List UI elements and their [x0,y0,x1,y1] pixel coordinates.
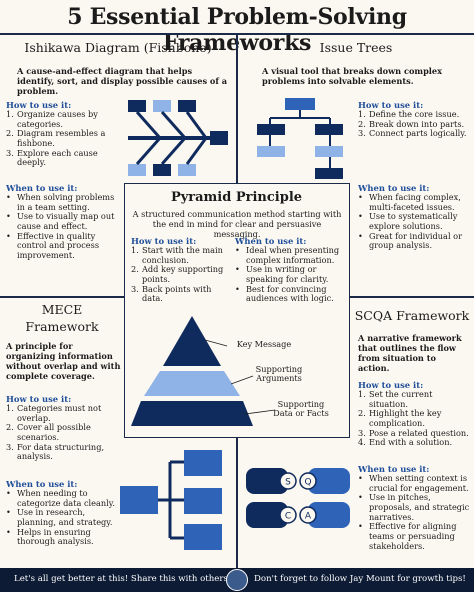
mece-how-list: 1.Categories must not overlap. 2.Cover a… [6,403,120,462]
list-item: Use to visually map out cause and effect… [17,211,115,232]
scqa-letter-s: S [285,478,291,488]
issue-trees-description: A visual tool that breaks down complex p… [262,66,442,86]
pyramid-connectors [205,339,276,415]
list-item: Effective for aligning teams or persuadi… [369,521,457,551]
ishikawa-how-list: 1.Organize causes by categories. 2.Diagr… [6,109,116,168]
pyramid-when-heading: When to use it: [235,236,307,246]
list-item: Add key supporting points. [142,264,224,285]
divider [350,296,474,298]
issue-trees-when-list: •When facing complex, multi-faceted issu… [358,192,470,251]
footer-share-text: Let's all get better at this! Share this… [14,574,242,584]
list-item: Connect parts logically. [369,128,467,139]
divider [236,438,238,568]
list-item: Use in writing or speaking for clarity. [246,264,329,285]
footer-follow-text: Don't forget to follow Jay Mount for gro… [254,574,466,584]
list-item: Helps in ensuring thorough analysis. [17,526,94,547]
list-item: Start with the main conclusion. [142,245,223,265]
mece-how-heading: How to use it: [6,394,72,404]
pyramid-icon [131,316,253,426]
divider [236,33,238,183]
scqa-title: SCQA Framework [354,308,470,323]
list-item: When facing complex, multi-faceted issue… [369,192,461,212]
list-item: Best for convincing audiences with logic… [246,283,334,304]
scqa-letter-q: Q [304,478,311,488]
mece-tree-icon [120,450,222,550]
mece-when-heading: When to use it: [6,479,78,489]
scqa-how-heading: How to use it: [358,380,424,390]
pyramid-when-list: •Ideal when presenting complex informati… [235,245,347,304]
ishikawa-title: Ishikawa Diagram (Fishbone) [24,40,212,55]
list-item: Organize causes by categories. [17,109,98,129]
pyramid-how-list: 1.Start with the main conclusion. 2.Add … [131,245,231,304]
ishikawa-how-heading: How to use it: [6,100,72,110]
mece-title-line2: Framework [25,318,99,334]
list-item: Great for individual or group analysis. [369,230,463,251]
list-item: Pose a related question. [369,427,469,438]
list-item: Use in research, planning, and strategy. [17,507,113,528]
scqa-how-list: 1.Set the current situation. 2.Highlight… [358,389,469,448]
ishikawa-description: A cause-and-effect diagram that helps id… [17,66,228,96]
list-item: Explore each cause deeply. [17,147,98,168]
ishikawa-when-list: •When solving problems in a team setting… [6,192,122,261]
list-item: When solving problems in a team setting. [17,192,115,212]
ishikawa-when-heading: When to use it: [6,183,78,193]
pyramid-label-supporting-data: Supporting Data or Facts [273,399,329,419]
list-item: Ideal when presenting complex informatio… [246,245,340,265]
pyramid-label-key-message: Key Message [236,339,292,349]
footer-bar: Let's all get better at this! Share this… [0,568,474,592]
issue-trees-how-list: 1.Define the core issue. 2.Break down in… [358,109,467,139]
list-item: Back points with data. [142,283,212,304]
scqa-diagram-icon: S Q C A [246,468,350,528]
list-item: End with a solution. [369,437,453,448]
list-item: Define the core issue. [369,109,460,119]
list-item: Categories must not overlap. [17,403,102,423]
scqa-letter-c: C [285,512,291,522]
mece-title-line1: MECE [41,302,83,317]
pyramid-how-heading: How to use it: [131,236,197,246]
list-item: Cover all possible scenarios. [17,422,91,443]
divider [0,33,474,35]
fishbone-diagram-icon [128,100,228,176]
divider [0,296,124,298]
issue-tree-icon [257,98,343,179]
list-item: When needing to categorize data cleanly. [17,488,115,508]
list-item: Effective in quality control and process… [17,230,100,261]
list-item: Break down into parts. [369,118,465,129]
mece-title: MECE Framework [0,302,124,336]
pyramid-description: A structured communication method starti… [132,209,342,239]
list-item: Highlight the key complication. [369,408,442,429]
mece-description: A principle for organizing information w… [6,341,121,381]
scqa-letter-a: A [305,512,312,522]
issue-trees-title: Issue Trees [319,40,393,55]
scqa-description: A narrative framework that outlines the … [358,333,462,373]
avatar [226,569,248,591]
mece-when-list: •When needing to categorize data cleanly… [6,488,120,547]
issue-trees-how-heading: How to use it: [358,100,424,110]
pyramid-title: Pyramid Principle [170,190,303,205]
pyramid-label-supporting-arguments: Supporting Arguments [255,364,303,384]
scqa-when-heading: When to use it: [358,464,430,474]
list-item: Set the current situation. [369,389,433,409]
list-item: Use to systematically explore solutions. [369,211,458,232]
issue-trees-when-heading: When to use it: [358,183,430,193]
list-item: Diagram resembles a fishbone. [17,128,106,149]
list-item: Use in pitches, proposals, and strategic… [369,492,470,522]
scqa-when-list: •When setting context is crucial for eng… [358,473,472,551]
pyramid-principle-card: Pyramid Principle A structured communica… [124,183,350,438]
list-item: When setting context is crucial for enga… [369,473,469,493]
list-item: For data structuring, analysis. [17,441,105,462]
